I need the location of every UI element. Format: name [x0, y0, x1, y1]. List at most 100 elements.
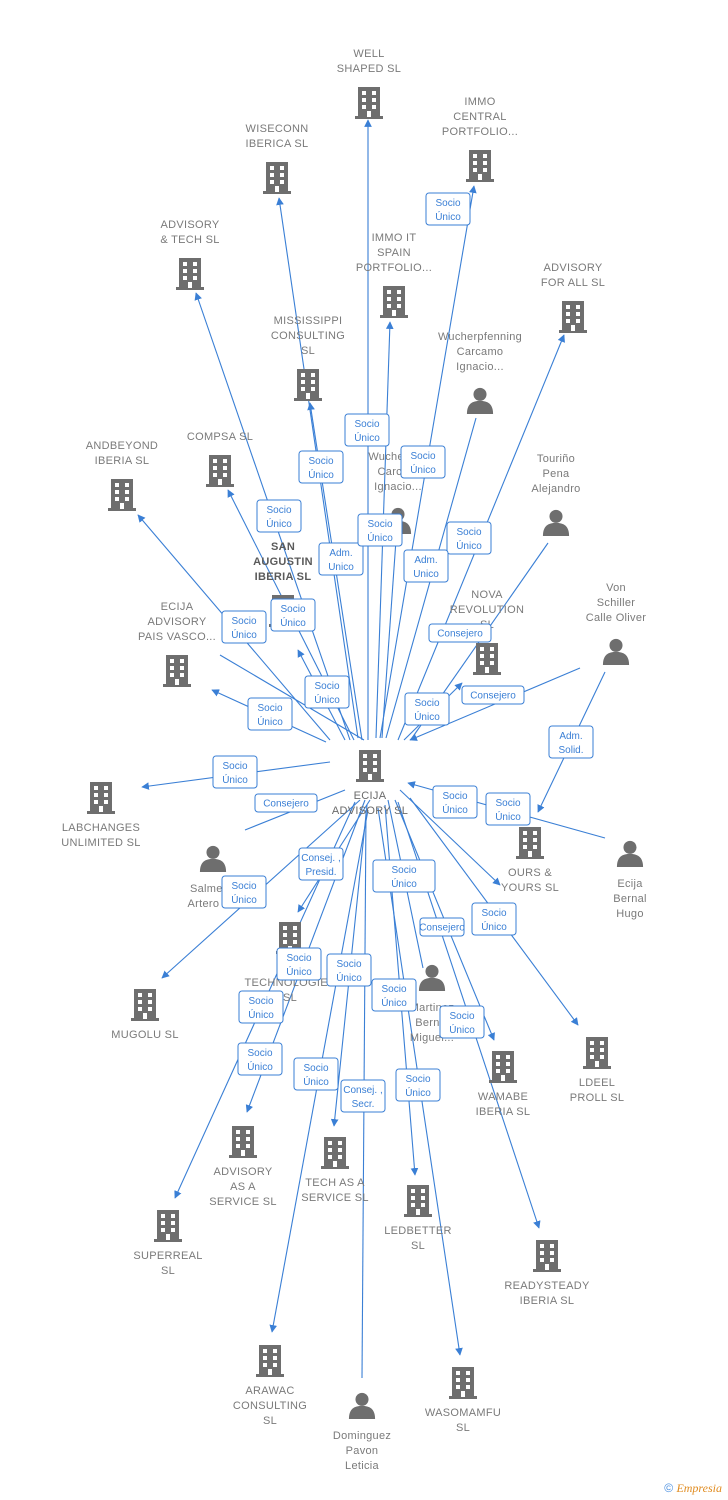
node-label: COMPSA SL	[187, 431, 253, 443]
node-label: LABCHANGES	[62, 822, 140, 834]
relation-badge-r22[interactable]: Consej. ,Presid.	[298, 847, 344, 881]
building-icon	[473, 643, 501, 675]
node-immo-it-spain[interactable]: IMMO ITSPAINPORTFOLIO...	[356, 232, 432, 318]
relation-badge-r10[interactable]: Adm.Unico	[403, 549, 449, 583]
node-label: READYSTEADY	[504, 1280, 590, 1292]
relation-label: Único	[314, 693, 340, 706]
relation-badge-box	[237, 1042, 283, 1076]
node-label: Touriño	[537, 453, 575, 465]
node-label: Pavon	[346, 1445, 379, 1457]
brand-logo[interactable]: Empresia	[676, 1481, 722, 1495]
relation-badge-r20[interactable]: Consejero	[254, 793, 318, 813]
relation-label: Único	[336, 971, 362, 984]
relation-label: Único	[222, 773, 248, 786]
node-label: SL	[301, 345, 315, 357]
relation-label: Único	[442, 803, 468, 816]
relation-badge-box	[395, 1068, 441, 1102]
relation-badge-box	[304, 675, 350, 709]
relation-badge-r25[interactable]: Consejero	[419, 917, 465, 937]
node-label: SERVICE SL	[301, 1192, 369, 1204]
node-advisory-tech[interactable]: ADVISORY& TECH SL	[160, 219, 220, 290]
relation-label: Socio	[410, 451, 435, 462]
relation-badge-r17[interactable]: Consejero	[461, 685, 525, 705]
relation-badge-r34[interactable]: Consej. ,Secr.	[340, 1079, 386, 1113]
relation-badge-box	[446, 521, 492, 555]
person-icon	[542, 509, 570, 536]
relation-badge-r6[interactable]: Adm.Unico	[318, 542, 364, 576]
node-label: ECIJA	[161, 601, 194, 613]
node-wucherpfenning-1[interactable]: WucherpfenningCarcamoIgnacio...	[438, 331, 522, 414]
relation-badge-box	[293, 1057, 339, 1091]
node-ours-yours[interactable]: OURS &YOURS SL	[501, 827, 559, 894]
person-icon	[348, 1392, 376, 1419]
relation-label: Socio	[449, 1011, 474, 1022]
relation-label: Único	[280, 616, 306, 629]
building-icon	[176, 258, 204, 290]
relation-label: Presid.	[305, 867, 336, 878]
relation-badge-r13[interactable]: Consejero	[428, 623, 492, 643]
relation-badge-r18[interactable]: Adm.Solid.	[548, 725, 594, 759]
relation-label: Socio	[435, 198, 460, 209]
node-label: SL	[283, 992, 297, 1004]
node-compsa[interactable]: COMPSA SL	[187, 431, 253, 487]
node-mugolu[interactable]: MUGOLU SL	[111, 989, 179, 1041]
relation-label: Consej. ,	[343, 1085, 382, 1096]
relation-label: Socio	[286, 953, 311, 964]
node-immo-central[interactable]: IMMOCENTRALPORTFOLIO...	[442, 96, 518, 182]
node-label: NOVA	[471, 589, 503, 601]
building-icon	[583, 1037, 611, 1069]
node-label: ARAWAC	[245, 1385, 294, 1397]
relation-label: Unico	[413, 569, 439, 580]
relation-label: Socio	[308, 456, 333, 467]
node-label: SL	[161, 1265, 175, 1277]
